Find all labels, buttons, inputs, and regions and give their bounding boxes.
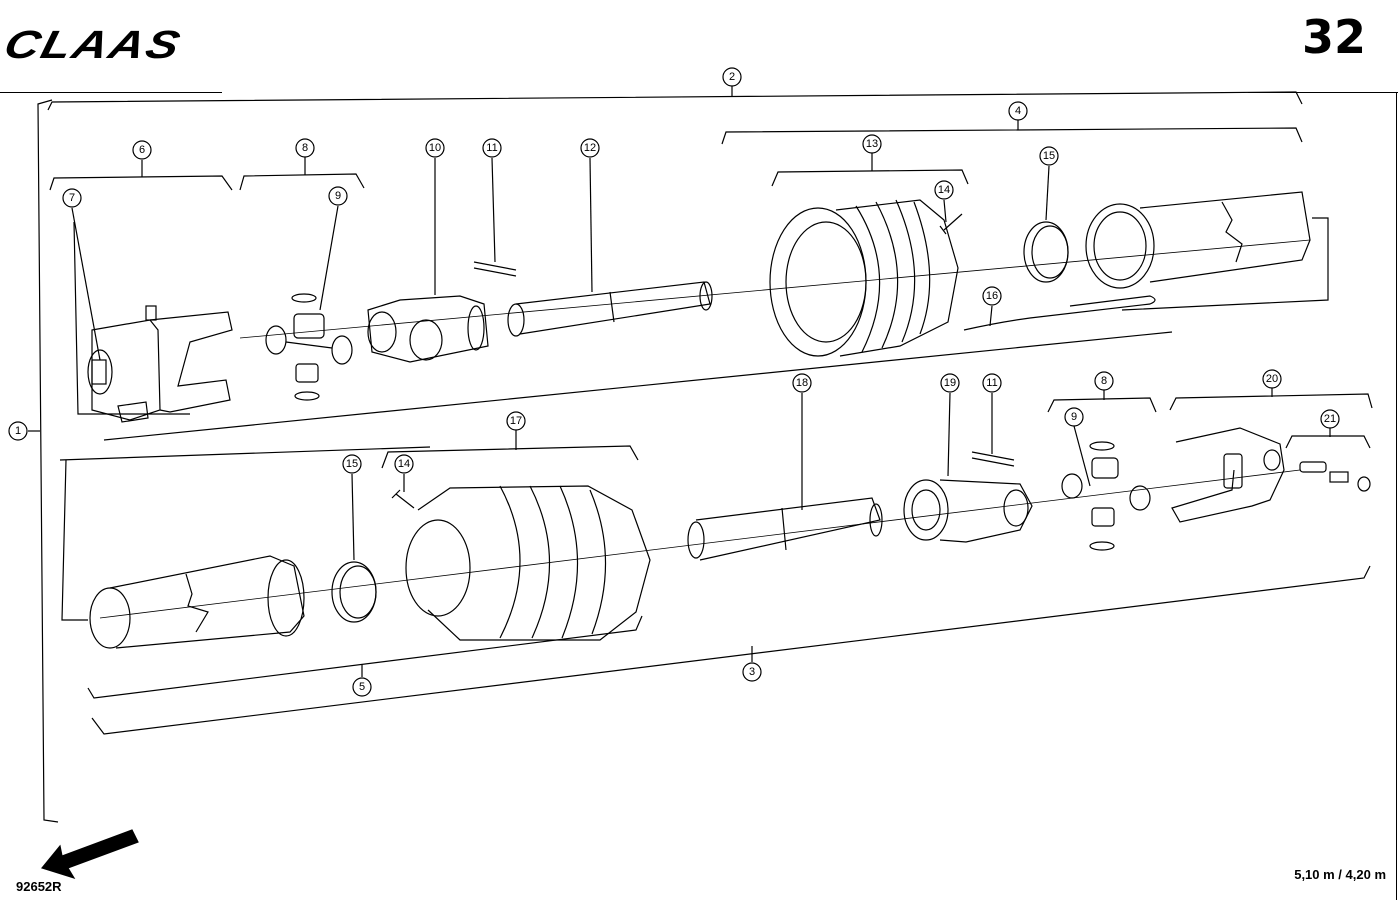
callout-8b [1094,371,1114,391]
callout-16-label: 16 [986,290,998,302]
callout-20-label: 20 [1266,373,1278,385]
callout-17-label: 17 [510,415,522,427]
callout-19 [940,373,960,393]
bracket-20 [1169,393,1373,411]
callout-5-label: 5 [359,681,365,693]
part-4-outer-tube [1085,191,1311,289]
bracket-5 [87,615,643,699]
bracket-8-top [239,173,365,191]
callout-13 [862,134,882,154]
bracket-6 [49,175,233,191]
callout-1-label: 1 [15,425,21,437]
bracket-1 [37,99,59,823]
figure-id: 92652R [16,879,62,894]
callout-18-label: 18 [796,377,808,389]
callout-4-label: 4 [1015,105,1021,117]
part-11-roll-pin-lower [971,451,1015,467]
part-17-protective-cone [405,485,651,641]
bracket-2 [47,91,1303,111]
part-9-cross-joint-lower [1061,441,1151,551]
callout-15b-label: 15 [346,458,358,470]
header-rule-right [1248,92,1398,93]
callout-2 [722,67,742,87]
callout-12-label: 12 [584,142,596,154]
part-10-inner-yoke [367,295,489,363]
callout-10 [425,138,445,158]
callout-20 [1262,369,1282,389]
header-rule-left [0,92,222,93]
callout-13-label: 13 [866,138,878,150]
part-11-roll-pin [473,261,517,277]
bracket-21 [1285,435,1371,449]
part-20-yoke [1171,427,1285,523]
callout-12 [580,138,600,158]
part-19-inner-yoke [903,479,1033,543]
callout-17 [506,411,526,431]
bracket-8-bottom [1047,397,1157,413]
page-number: 32 [1301,10,1366,64]
callout-14b [394,454,414,474]
callout-11a-label: 11 [486,142,497,154]
part-13-protective-cone [769,199,959,357]
bracket-4 [721,127,1303,145]
callout-18 [792,373,812,393]
callout-10-label: 10 [429,142,441,154]
callout-15b [342,454,362,474]
part-16-safety-chain [963,295,1156,331]
part-7-coupler-yoke [87,305,233,423]
callout-19-label: 19 [944,377,956,389]
part-12-inner-tube [507,281,713,337]
callout-9b [1064,407,1084,427]
callout-8b-label: 8 [1101,375,1107,387]
bracket-3 [91,565,1371,735]
part-14-screw-lower [391,489,415,509]
callout-8a [295,138,315,158]
callout-14b-label: 14 [398,458,410,470]
callout-6 [132,140,152,160]
callout-21-label: 21 [1324,413,1336,425]
callout-2-label: 2 [729,71,735,83]
bracket-17 [381,445,639,469]
callout-8a-label: 8 [302,142,308,154]
bracket-13 [771,169,969,187]
callout-15a-label: 15 [1043,150,1055,162]
callout-5 [352,677,372,697]
callout-11b [982,373,1002,393]
callout-3-label: 3 [749,666,755,678]
callout-6-label: 6 [139,144,145,156]
part-18-inner-tube [687,497,883,561]
callout-15a [1039,146,1059,166]
part-9-cross-joint [265,293,353,401]
callout-11a [482,138,502,158]
part-15-bearing-ring [1023,221,1069,283]
frame-right-edge [1396,92,1397,900]
callout-3 [742,662,762,682]
part-15-bearing-ring-lower [331,561,377,623]
callout-14a-label: 14 [938,184,950,196]
callout-1 [8,421,28,441]
callout-7-label: 7 [69,192,75,204]
callout-11b-label: 11 [986,377,997,389]
callout-9a-label: 9 [335,190,341,202]
part-5-outer-tube [89,555,305,649]
callout-9b-label: 9 [1071,411,1077,423]
callout-4 [1008,101,1028,121]
part-21-bolt-nut [1299,461,1371,492]
callout-21 [1320,409,1340,429]
length-dimensions: 5,10 m / 4,20 m [1294,867,1386,882]
part-14-screw [939,213,963,235]
callout-16 [982,286,1002,306]
callout-9a [328,186,348,206]
direction-arrow-icon [40,829,139,880]
callout-14a [934,180,954,200]
callout-7 [62,188,82,208]
